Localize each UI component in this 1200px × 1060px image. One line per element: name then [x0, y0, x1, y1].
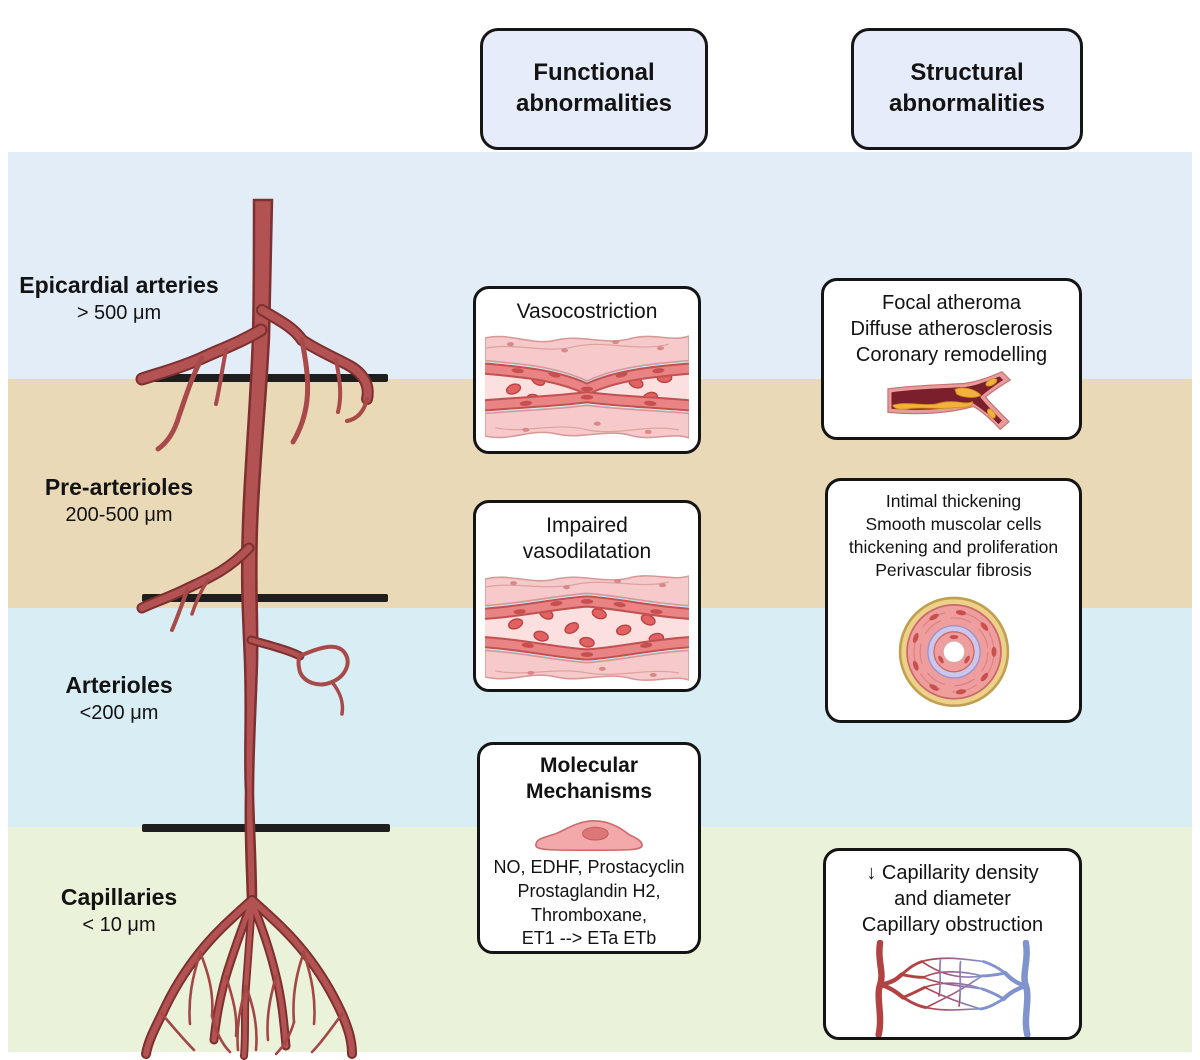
- capillary-network-icon: [874, 940, 1031, 1037]
- vasoconstriction-box: Vasocostriction: [473, 286, 701, 454]
- atheroma-text: Focal atheroma Diffuse atherosclerosis C…: [850, 292, 1053, 366]
- level-label-capillaries: Capillaries < 10 μm: [0, 884, 238, 939]
- dilated-vessel-icon: [485, 574, 689, 681]
- level-size: <200 μm: [79, 701, 159, 724]
- functional-abnormalities-header: Functional abnormalities: [480, 28, 708, 150]
- intimal-thickening-text: Intimal thickening Smooth muscolar cells…: [848, 491, 1059, 581]
- capillary-density-box: ↓ Capillarity density and diameter Capil…: [823, 848, 1082, 1040]
- atheroma-box: Focal atheroma Diffuse atherosclerosis C…: [821, 278, 1082, 440]
- constricted-vessel-icon: [485, 335, 689, 440]
- level-label-prearterioles: Pre-arterioles 200-500 μm: [0, 474, 238, 529]
- level-size: 200-500 μm: [65, 503, 173, 526]
- level-name: Capillaries: [60, 884, 178, 910]
- molecular-mechanisms-box: Molecular Mechanisms NO, EDHF, Prostacyc…: [477, 742, 701, 954]
- level-label-epicardial: Epicardial arteries > 500 μm: [0, 272, 238, 327]
- impaired-vasodilatation-box: Impaired vasodilatation: [473, 500, 701, 692]
- divider-line-2: [142, 594, 388, 602]
- level-name: Pre-arterioles: [44, 474, 194, 500]
- structural-abnormalities-header: Structural abnormalities: [851, 28, 1083, 150]
- atherosclerotic-vessel-icon: [886, 371, 1011, 431]
- divider-line-3: [142, 824, 390, 832]
- endothelial-cell-icon: [535, 819, 643, 851]
- intimal-thickening-box: Intimal thickening Smooth muscolar cells…: [825, 478, 1082, 723]
- level-name: Epicardial arteries: [19, 272, 219, 298]
- level-size: < 10 μm: [82, 913, 156, 936]
- capillary-density-text: ↓ Capillarity density and diameter Capil…: [861, 862, 1044, 936]
- level-label-arterioles: Arterioles <200 μm: [0, 672, 238, 727]
- vessel-cross-section-icon: [898, 596, 1009, 708]
- vasoconstriction-title: Vasocostriction: [516, 300, 658, 323]
- artery-tree-illustration: [96, 198, 426, 1060]
- level-name: Arterioles: [65, 672, 173, 698]
- molecular-mechanisms-body: NO, EDHF, Prostacyclin Prostaglandin H2,…: [493, 857, 685, 949]
- molecular-mechanisms-title: Molecular Mechanisms: [525, 754, 653, 804]
- impaired-vasodilatation-title: Impaired vasodilatation: [522, 514, 652, 564]
- level-size: > 500 μm: [76, 301, 162, 324]
